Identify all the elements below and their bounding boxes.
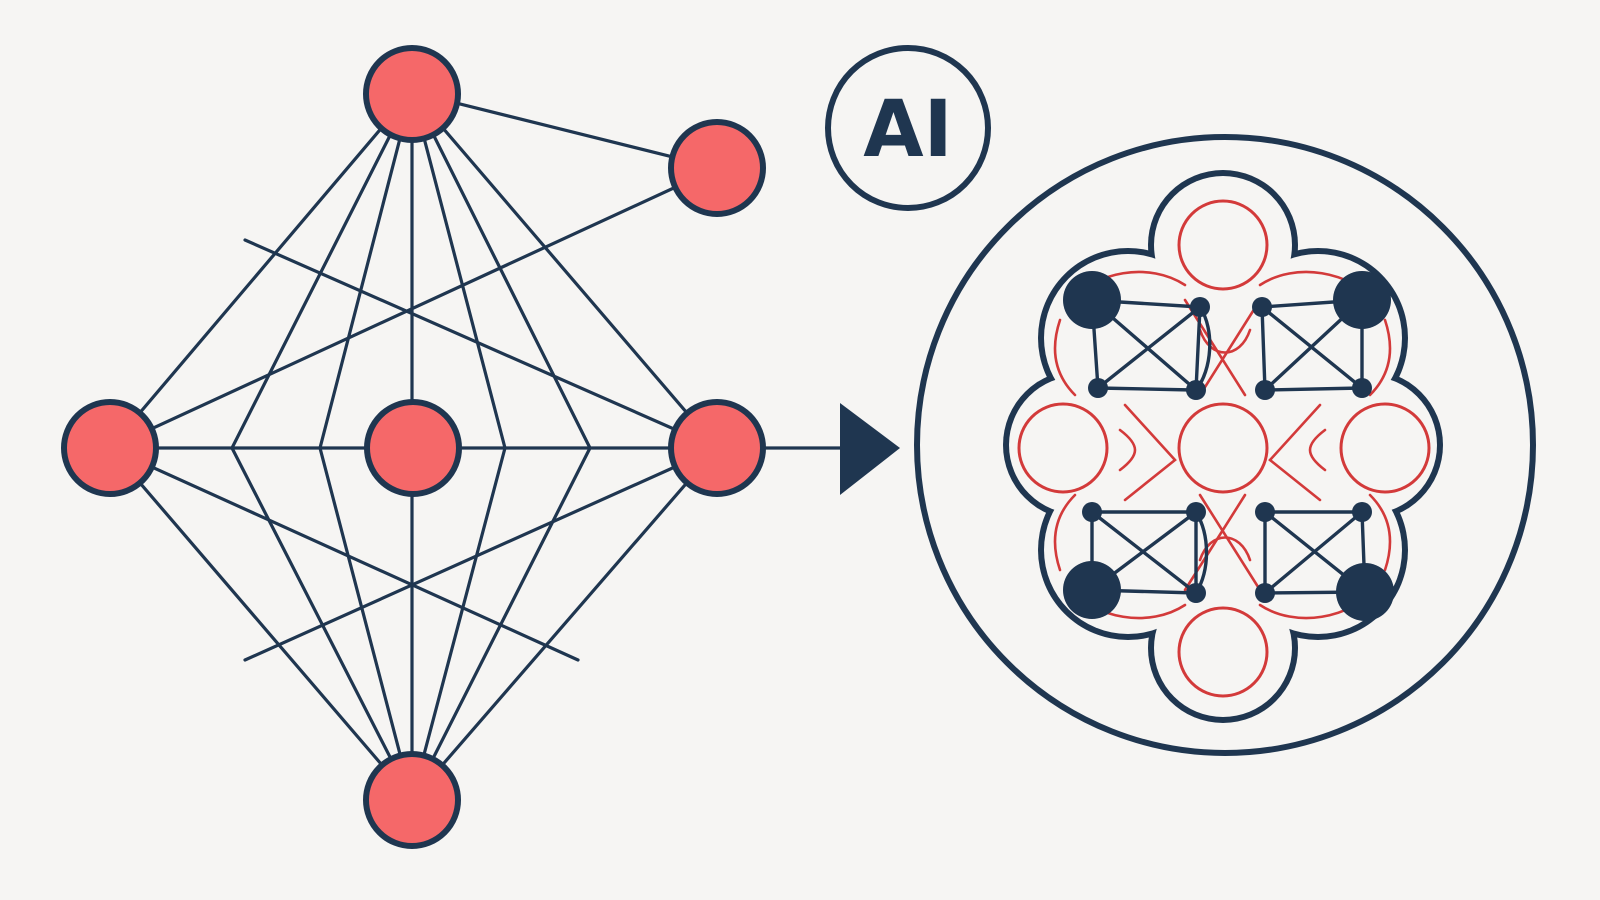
dark-node-small: [1255, 380, 1275, 400]
dark-node-small: [1190, 297, 1210, 317]
brain-cluster: [914, 134, 1536, 756]
red-node-top: [1177, 199, 1269, 291]
dark-node-large-br: [1336, 563, 1394, 621]
ai-badge-label: AI: [863, 85, 952, 175]
network-node-right: [668, 399, 766, 497]
cluster-outer-circle: [914, 134, 1536, 756]
network-node-left: [61, 399, 159, 497]
network-nodes: [61, 45, 766, 849]
network-node-bottom: [363, 751, 461, 849]
red-node-center: [1177, 402, 1269, 494]
red-node-bottom: [1177, 606, 1269, 698]
dark-node-large-bl: [1063, 561, 1121, 619]
dark-node-small: [1255, 583, 1275, 603]
ai-badge: AI: [825, 45, 991, 211]
red-node-left: [1017, 402, 1109, 494]
dark-node-small: [1186, 583, 1206, 603]
cluster-red-wiring: [1053, 270, 1392, 620]
neural-network: [61, 45, 766, 849]
dark-node-small: [1352, 502, 1372, 522]
network-node-upper-right: [668, 119, 766, 217]
dark-node-small: [1186, 380, 1206, 400]
dark-node-large-tl: [1063, 271, 1121, 329]
ai-badge-circle: [825, 45, 991, 211]
network-node-top: [363, 45, 461, 143]
cluster-dark-nodes: [1063, 271, 1394, 621]
dark-node-small: [1352, 378, 1372, 398]
network-node-center: [364, 399, 462, 497]
red-node-right: [1339, 402, 1431, 494]
transformation-arrow-icon: [763, 403, 900, 495]
dark-node-small: [1255, 502, 1275, 522]
dark-node-small: [1252, 297, 1272, 317]
dark-node-small: [1088, 378, 1108, 398]
dark-node-large-tr: [1333, 271, 1391, 329]
dark-node-small: [1186, 502, 1206, 522]
dark-node-small: [1082, 502, 1102, 522]
cluster-red-circles: [1017, 199, 1431, 698]
subnetwork-bottom-right: [1263, 510, 1367, 595]
